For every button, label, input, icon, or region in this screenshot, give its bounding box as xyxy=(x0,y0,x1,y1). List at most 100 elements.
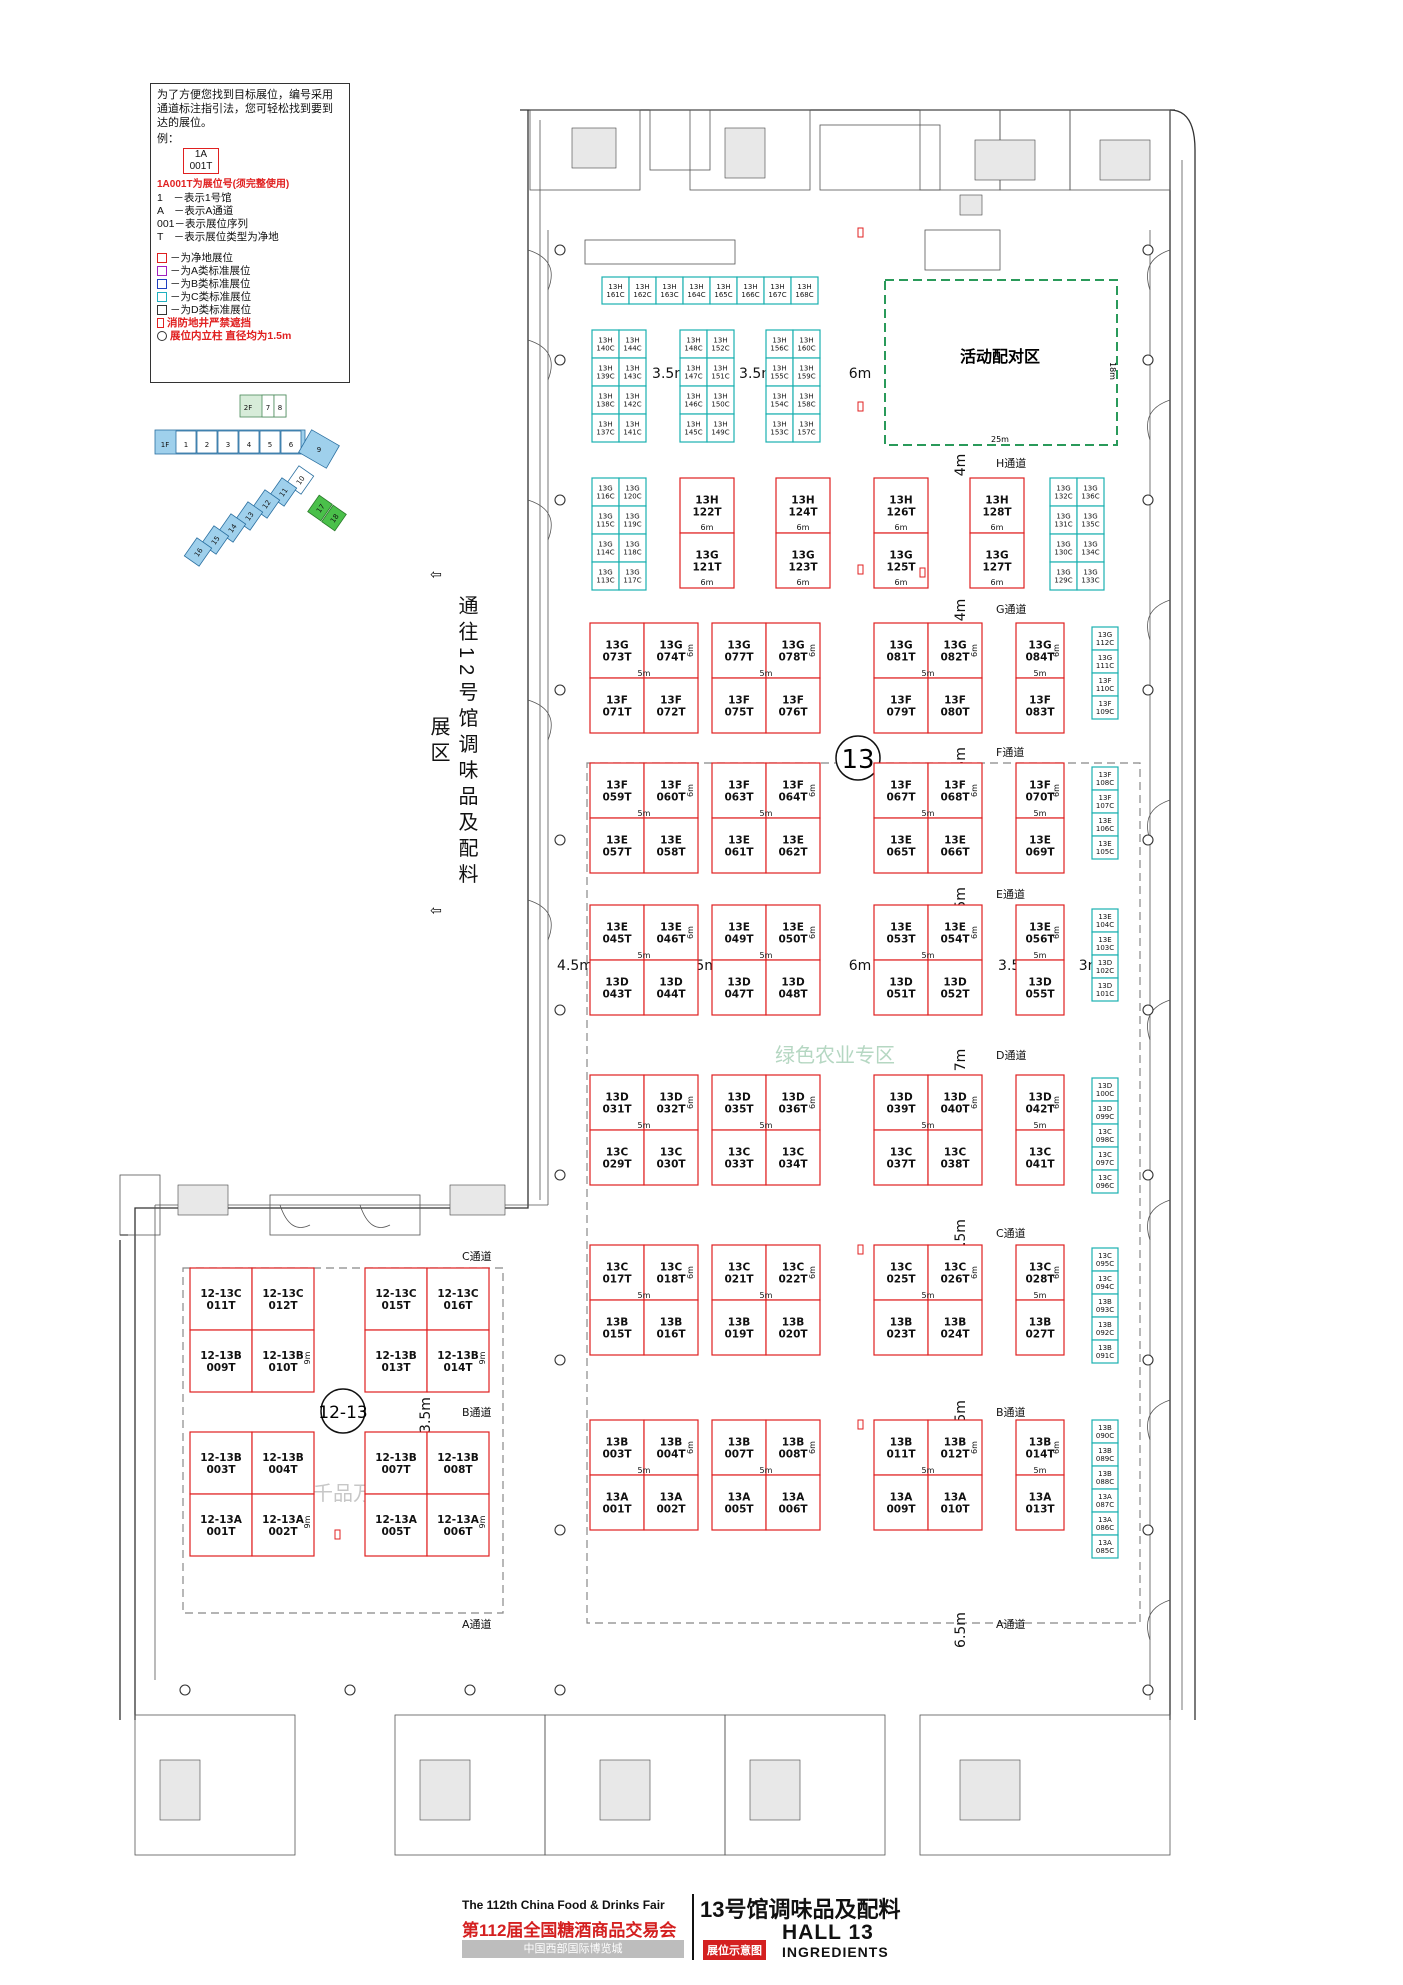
booth-12-13[interactable]: 12-13B007T xyxy=(364,1431,428,1495)
booth-13[interactable]: 13A006T xyxy=(765,1474,821,1531)
booth-c-grid[interactable]: 13H157C xyxy=(792,413,821,443)
booth-12-13[interactable]: 12-13B008T xyxy=(426,1431,490,1495)
booth-c-right[interactable]: 13G112C xyxy=(1091,626,1119,651)
booth-12-13[interactable]: 12-13C011T xyxy=(189,1267,253,1331)
booth-13[interactable]: 13F079T xyxy=(873,677,929,734)
booth-c-top[interactable]: 13H166C xyxy=(736,276,765,305)
booth-c-right[interactable]: 13C098C xyxy=(1091,1123,1119,1148)
booth-c-grid[interactable]: 13G134C xyxy=(1076,533,1105,563)
booth-c-grid[interactable]: 13G129C xyxy=(1049,561,1078,591)
booth-c-top[interactable]: 13H168C xyxy=(790,276,819,305)
booth-13[interactable]: 13D035T xyxy=(711,1074,767,1131)
booth-c-top[interactable]: 13H163C xyxy=(655,276,684,305)
booth-13[interactable]: 13A005T xyxy=(711,1474,767,1531)
booth-12-13[interactable]: 12-13A006T xyxy=(426,1493,490,1557)
booth-c-grid[interactable]: 13G118C xyxy=(618,533,647,563)
booth-c-right[interactable]: 13F109C xyxy=(1091,695,1119,720)
booth-13[interactable]: 13E069T xyxy=(1015,817,1065,874)
booth-13[interactable]: 13G084T xyxy=(1015,622,1065,679)
booth-13[interactable]: 13E065T xyxy=(873,817,929,874)
booth-13[interactable]: 13E049T xyxy=(711,904,767,961)
booth-c-grid[interactable]: 13H154C xyxy=(765,385,794,415)
booth-c-right[interactable]: 13B093C xyxy=(1091,1293,1119,1318)
booth-13[interactable]: 13B023T xyxy=(873,1299,929,1356)
booth-c-right[interactable]: 13C096C xyxy=(1091,1169,1119,1194)
booth-c-grid[interactable]: 13H141C xyxy=(618,413,647,443)
booth-c-right[interactable]: 13D101C xyxy=(1091,977,1119,1002)
booth-13[interactable]: 13G073T xyxy=(589,622,645,679)
booth-12-13[interactable]: 12-13A002T xyxy=(251,1493,315,1557)
booth-13[interactable]: 13B012T xyxy=(927,1419,983,1476)
booth-13[interactable]: 13A009T xyxy=(873,1474,929,1531)
booth-13[interactable]: 13B003T xyxy=(589,1419,645,1476)
booth-13[interactable]: 13F076T xyxy=(765,677,821,734)
booth-gh[interactable]: 13G121T xyxy=(679,532,735,589)
booth-13[interactable]: 13E053T xyxy=(873,904,929,961)
booth-12-13[interactable]: 12-13C012T xyxy=(251,1267,315,1331)
booth-13[interactable]: 13F064T xyxy=(765,762,821,819)
booth-c-right[interactable]: 13C094C xyxy=(1091,1270,1119,1295)
booth-13[interactable]: 13D031T xyxy=(589,1074,645,1131)
booth-c-right[interactable]: 13B090C xyxy=(1091,1419,1119,1444)
booth-c-right[interactable]: 13E105C xyxy=(1091,835,1119,860)
booth-c-right[interactable]: 13D099C xyxy=(1091,1100,1119,1125)
booth-c-right[interactable]: 13F110C xyxy=(1091,672,1119,697)
booth-c-top[interactable]: 13H165C xyxy=(709,276,738,305)
booth-13[interactable]: 13B016T xyxy=(643,1299,699,1356)
booth-12-13[interactable]: 12-13B010T xyxy=(251,1329,315,1393)
booth-c-grid[interactable]: 13H137C xyxy=(591,413,620,443)
booth-13[interactable]: 13D043T xyxy=(589,959,645,1016)
booth-13[interactable]: 13F075T xyxy=(711,677,767,734)
booth-13[interactable]: 13D044T xyxy=(643,959,699,1016)
booth-13[interactable]: 13C021T xyxy=(711,1244,767,1301)
booth-gh[interactable]: 13H124T xyxy=(775,477,831,534)
booth-13[interactable]: 13B019T xyxy=(711,1299,767,1356)
booth-13[interactable]: 13E046T xyxy=(643,904,699,961)
booth-13[interactable]: 13G077T xyxy=(711,622,767,679)
booth-c-top[interactable]: 13H162C xyxy=(628,276,657,305)
booth-13[interactable]: 13B015T xyxy=(589,1299,645,1356)
booth-13[interactable]: 13B011T xyxy=(873,1419,929,1476)
booth-c-top[interactable]: 13H167C xyxy=(763,276,792,305)
booth-c-right[interactable]: 13E106C xyxy=(1091,812,1119,837)
booth-13[interactable]: 13F080T xyxy=(927,677,983,734)
booth-c-right[interactable]: 13B091C xyxy=(1091,1339,1119,1364)
booth-13[interactable]: 13G074T xyxy=(643,622,699,679)
booth-13[interactable]: 13D040T xyxy=(927,1074,983,1131)
booth-13[interactable]: 13A010T xyxy=(927,1474,983,1531)
booth-c-grid[interactable]: 13G120C xyxy=(618,477,647,507)
booth-c-grid[interactable]: 13H159C xyxy=(792,357,821,387)
booth-c-right[interactable]: 13A086C xyxy=(1091,1511,1119,1536)
booth-c-grid[interactable]: 13H140C xyxy=(591,329,620,359)
booth-13[interactable]: 13C026T xyxy=(927,1244,983,1301)
booth-13[interactable]: 13D048T xyxy=(765,959,821,1016)
booth-c-grid[interactable]: 13G136C xyxy=(1076,477,1105,507)
booth-13[interactable]: 13C038T xyxy=(927,1129,983,1186)
booth-c-right[interactable]: 13E104C xyxy=(1091,908,1119,933)
booth-12-13[interactable]: 12-13B013T xyxy=(364,1329,428,1393)
booth-c-grid[interactable]: 13H153C xyxy=(765,413,794,443)
booth-c-grid[interactable]: 13H160C xyxy=(792,329,821,359)
booth-13[interactable]: 13F070T xyxy=(1015,762,1065,819)
booth-13[interactable]: 13B027T xyxy=(1015,1299,1065,1356)
booth-13[interactable]: 13F083T xyxy=(1015,677,1065,734)
booth-13[interactable]: 13G081T xyxy=(873,622,929,679)
booth-13[interactable]: 13E050T xyxy=(765,904,821,961)
booth-c-grid[interactable]: 13H142C xyxy=(618,385,647,415)
booth-c-grid[interactable]: 13H158C xyxy=(792,385,821,415)
booth-13[interactable]: 13E066T xyxy=(927,817,983,874)
booth-12-13[interactable]: 12-13C016T xyxy=(426,1267,490,1331)
booth-13[interactable]: 13D042T xyxy=(1015,1074,1065,1131)
booth-12-13[interactable]: 12-13A001T xyxy=(189,1493,253,1557)
booth-13[interactable]: 13F068T xyxy=(927,762,983,819)
booth-13[interactable]: 13D032T xyxy=(643,1074,699,1131)
booth-c-grid[interactable]: 13G119C xyxy=(618,505,647,535)
booth-13[interactable]: 13C033T xyxy=(711,1129,767,1186)
booth-13[interactable]: 13F067T xyxy=(873,762,929,819)
booth-c-grid[interactable]: 13G116C xyxy=(591,477,620,507)
booth-13[interactable]: 13A001T xyxy=(589,1474,645,1531)
booth-c-right[interactable]: 13B088C xyxy=(1091,1465,1119,1490)
booth-13[interactable]: 13E056T xyxy=(1015,904,1065,961)
booth-12-13[interactable]: 12-13A005T xyxy=(364,1493,428,1557)
booth-c-right[interactable]: 13D102C xyxy=(1091,954,1119,979)
